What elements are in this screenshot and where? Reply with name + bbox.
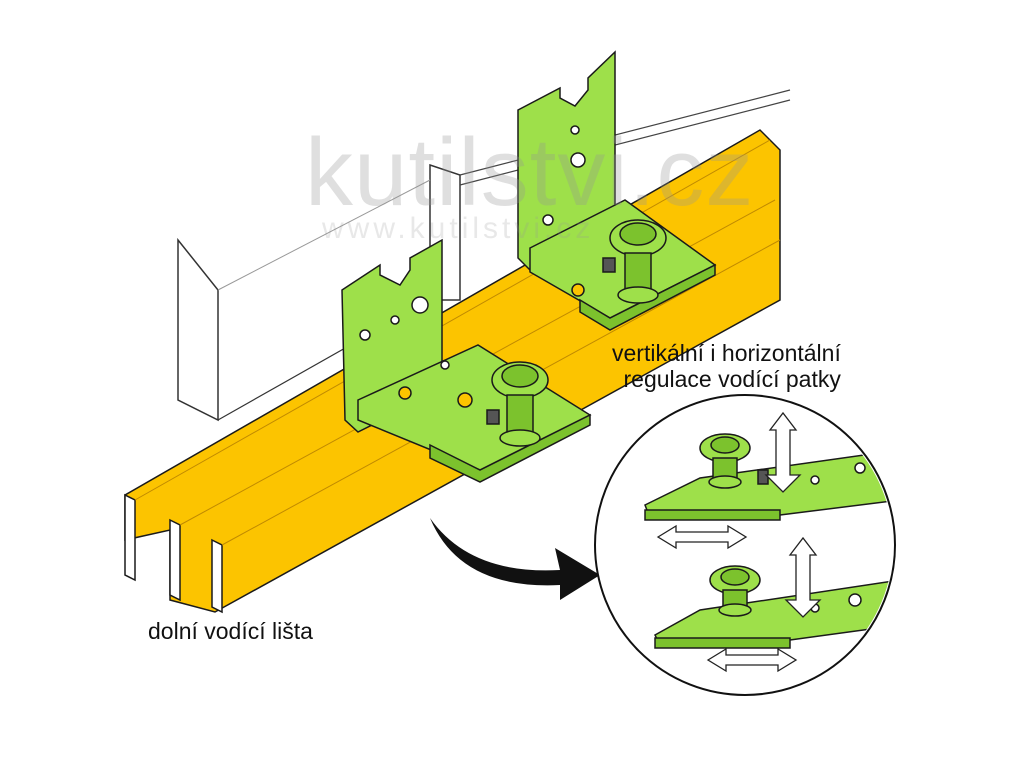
guide-bracket-back	[517, 50, 717, 331]
adjustment-label: vertikální i horizontální regulace vodíc…	[612, 340, 841, 392]
detail-roller-upper	[699, 433, 751, 489]
detail-circle	[594, 394, 896, 696]
adjustment-label-line1: vertikální i horizontální	[612, 340, 841, 366]
watermark-subtitle: www.kutilstvi.cz	[322, 212, 595, 245]
adjustment-label-line2: regulace vodící patky	[623, 366, 841, 392]
rail-front-mid	[169, 518, 181, 602]
horizontal-arrow-icon	[656, 524, 798, 673]
back-guide-lines	[459, 89, 791, 186]
watermark: kutilstvi.cz	[305, 119, 755, 226]
rail-label: dolní vodící lišta	[148, 618, 313, 644]
rail-front-left	[124, 493, 136, 582]
curved-arrow-icon	[430, 518, 600, 600]
vertical-arrow-icon	[764, 411, 822, 618]
detail-roller-lower	[709, 565, 761, 617]
rail-front-right	[211, 538, 223, 614]
roller-front	[486, 361, 549, 447]
roller-back	[602, 219, 667, 304]
door-panel-front	[177, 237, 219, 422]
